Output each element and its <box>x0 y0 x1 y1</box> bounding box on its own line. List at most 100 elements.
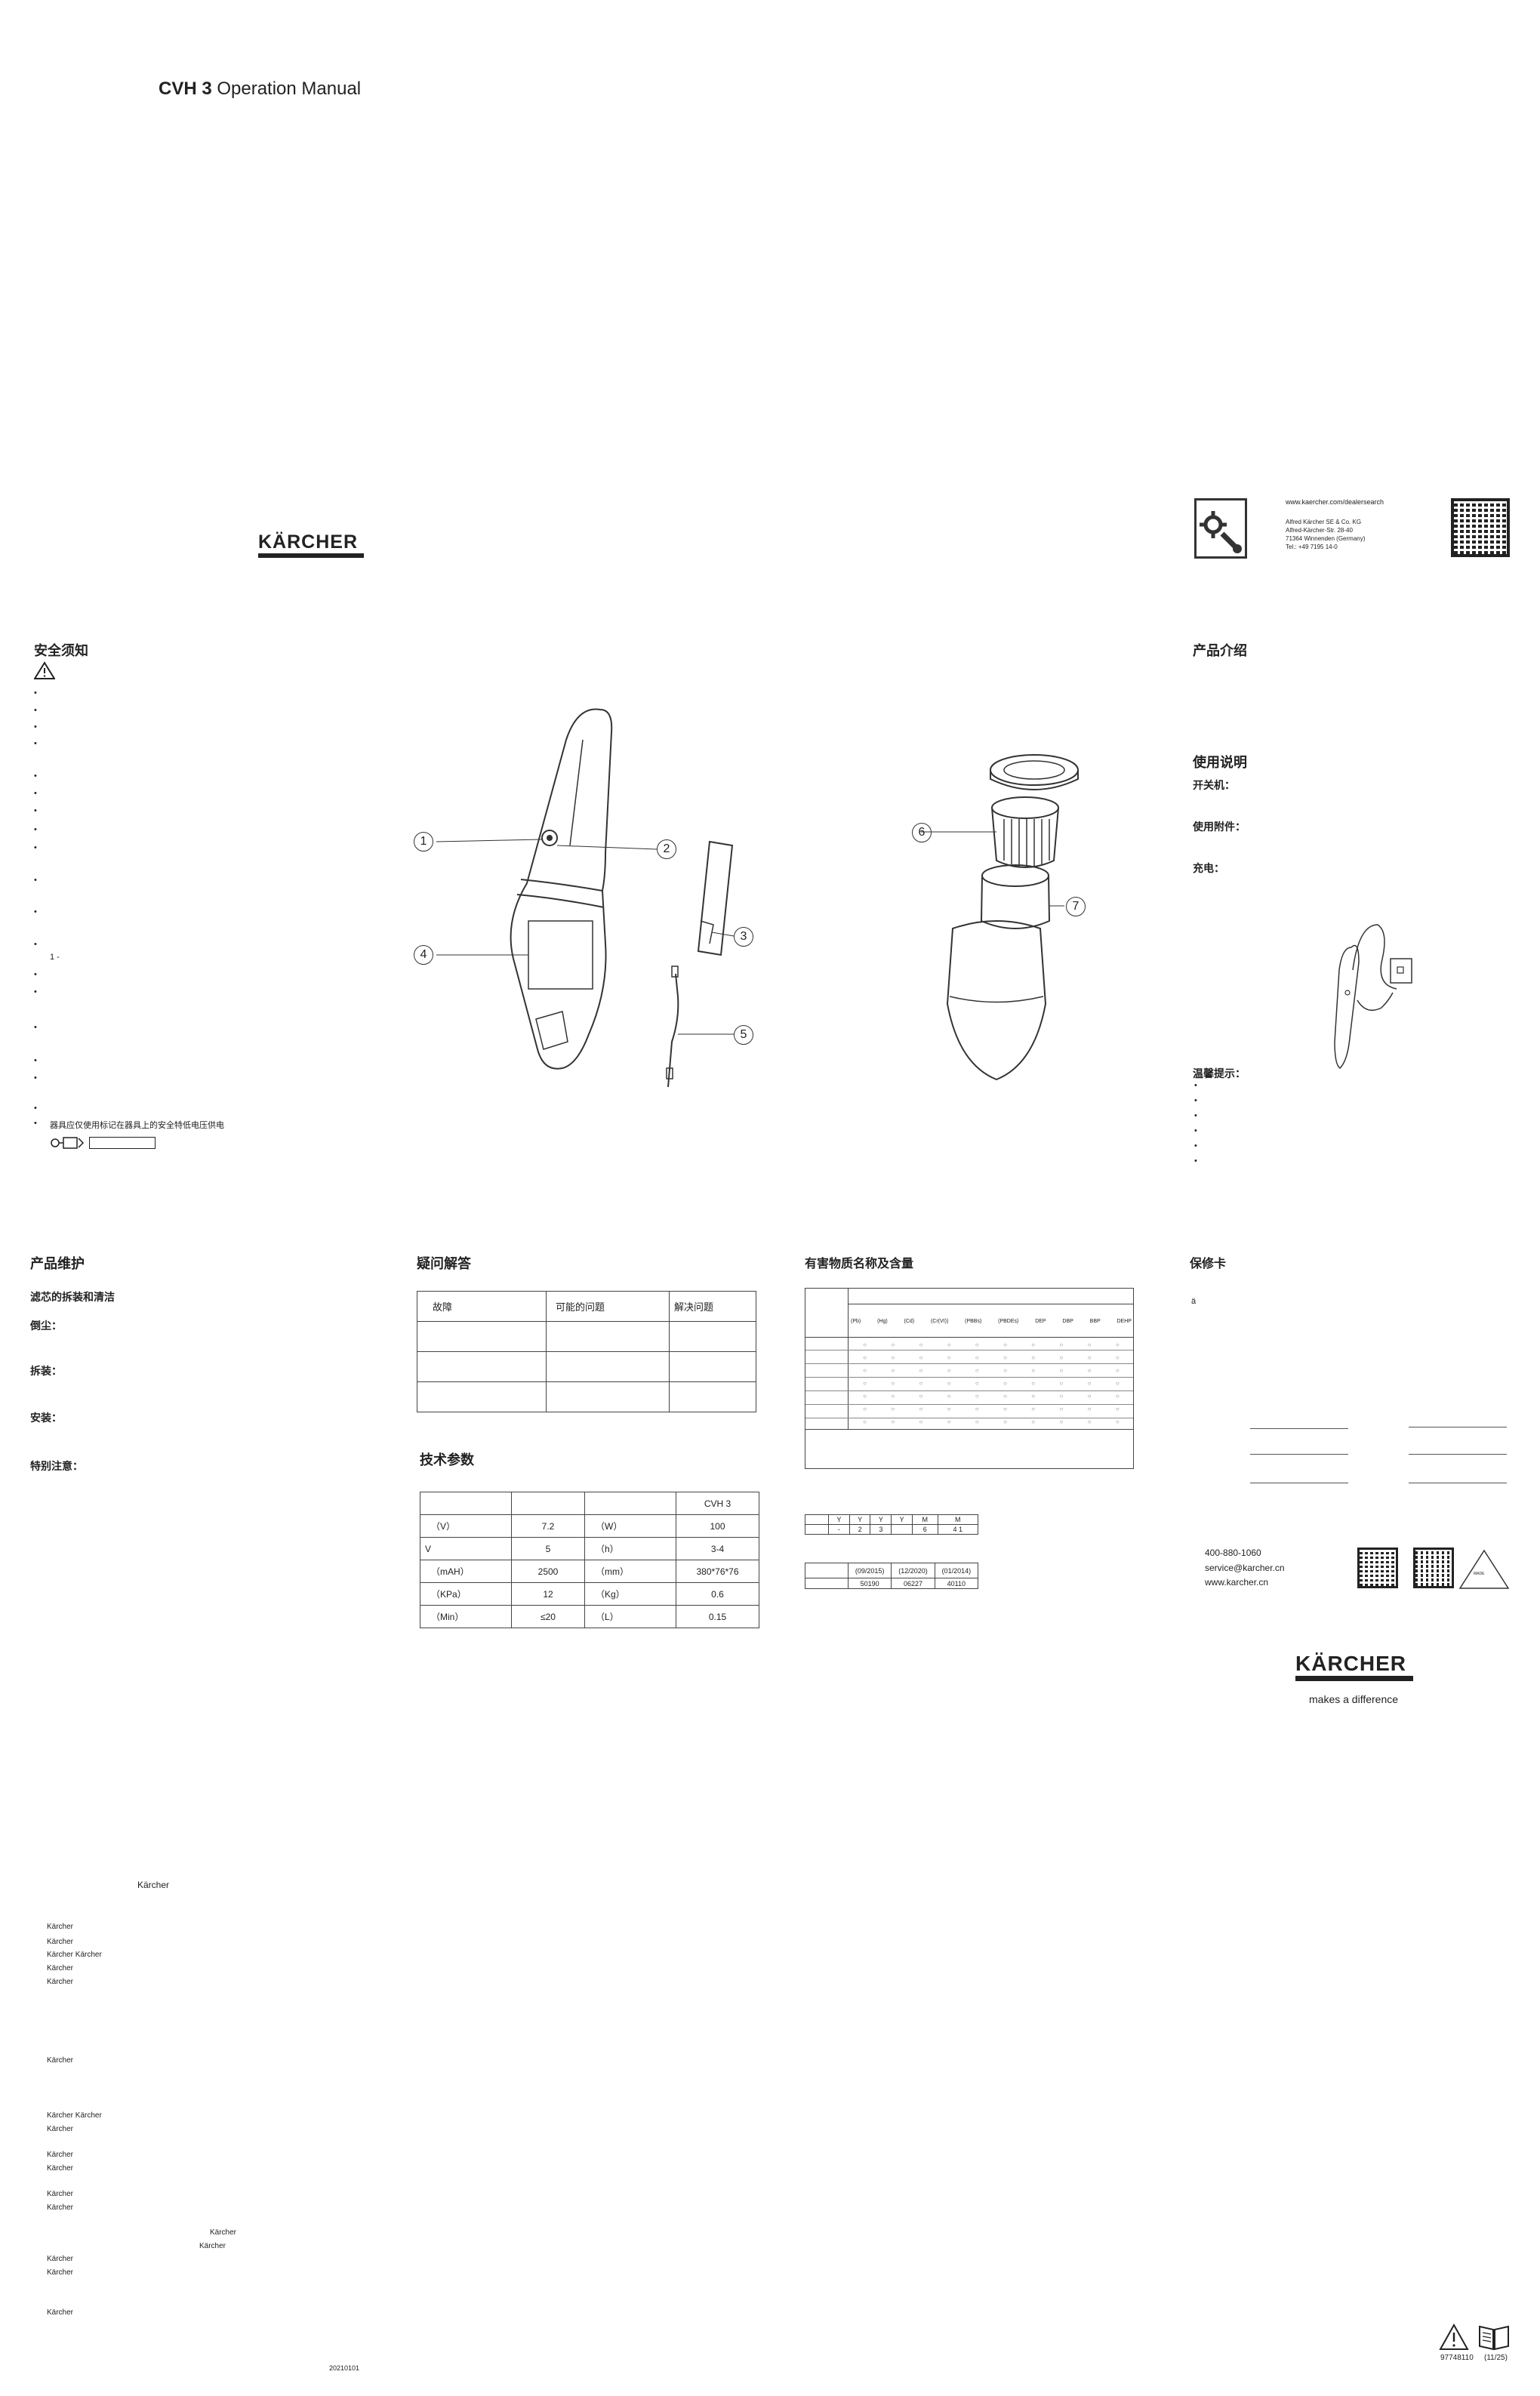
hazard-mark: ○ <box>975 1367 979 1374</box>
standard-date: (12/2020) <box>891 1563 935 1578</box>
hazard-mark: ○ <box>919 1380 923 1387</box>
years-header: M <box>937 1514 979 1525</box>
safety-bullet: • <box>34 825 37 834</box>
hazard-mark: ○ <box>863 1341 867 1348</box>
legal-line: Kärcher <box>47 1978 74 1986</box>
hazard-mark: ○ <box>1087 1354 1092 1361</box>
hazard-mark: ○ <box>1031 1341 1036 1348</box>
hazard-mark: ○ <box>891 1406 895 1412</box>
hazard-mark: ○ <box>1059 1393 1064 1400</box>
hazard-mark: ○ <box>947 1418 951 1425</box>
hazard-header: (Pb) <box>851 1319 861 1324</box>
hazard-mark: ○ <box>919 1406 923 1412</box>
hazard-mark: ○ <box>1087 1367 1092 1374</box>
safety-bullet: • <box>34 1023 37 1032</box>
table-row <box>417 1321 756 1352</box>
vacuum-body-illustration <box>436 708 735 1087</box>
safety-bullet: • <box>34 1073 37 1083</box>
years-value: 2 <box>849 1524 871 1535</box>
hazard-mark: ○ <box>947 1380 951 1387</box>
safety-bullet: • <box>34 706 37 715</box>
dealer-qr-code <box>1451 498 1510 557</box>
hazard-rows <box>805 1337 1133 1431</box>
hazard-mark: ○ <box>975 1341 979 1348</box>
usage-title: 使用说明 <box>1193 755 1247 770</box>
callout-7: 7 <box>1066 897 1086 916</box>
cover-title: CVH 3 Operation Manual <box>159 79 361 100</box>
safety-bullet: • <box>34 843 37 852</box>
table-row <box>805 1391 1133 1405</box>
hazard-mark: ○ <box>1003 1406 1007 1412</box>
spec-label: （h） <box>584 1537 676 1560</box>
safety-bullet: • <box>34 1056 37 1065</box>
hazard-mark: ○ <box>1087 1393 1092 1400</box>
troubleshoot-title: 疑问解答 <box>417 1256 471 1271</box>
hazard-mark: ○ <box>863 1393 867 1400</box>
standard-date: (09/2015) <box>847 1563 892 1578</box>
hazard-mark: ○ <box>1031 1418 1036 1425</box>
warranty-phone[interactable]: 400-880-1060 <box>1205 1548 1261 1558</box>
table-row <box>417 1381 756 1412</box>
hazard-mark: ○ <box>947 1367 951 1374</box>
troubleshoot-header: 故障 <box>417 1291 547 1322</box>
maintenance-special: 特别注意： <box>30 1460 83 1472</box>
spec-value: 3-4 <box>676 1537 759 1560</box>
hazard-mark: ○ <box>1059 1418 1064 1425</box>
cover-brand-logo: KÄRCHER <box>258 531 364 558</box>
safety-bullet: • <box>34 970 37 979</box>
hazard-mark: ○ <box>919 1367 923 1374</box>
warranty-qr-code <box>1413 1548 1454 1588</box>
table-row: （Min） ≤20 （L） 0.15 <box>420 1605 759 1628</box>
safety-bullet: • <box>34 987 37 996</box>
tips-bullet: • <box>1194 1081 1197 1090</box>
legal-line: Kärcher <box>199 2242 226 2250</box>
hazard-header-line <box>805 1337 1133 1338</box>
legal-line: Kärcher <box>47 1964 74 1973</box>
years-value: 3 <box>870 1524 892 1535</box>
tips-bullet: • <box>1194 1141 1197 1150</box>
specs-model: CVH 3 <box>676 1492 759 1515</box>
safety-bullet: • <box>34 771 37 781</box>
hazard-mark: ○ <box>1115 1354 1120 1361</box>
hazard-mark: ○ <box>1087 1406 1092 1412</box>
table-row <box>805 1405 1133 1418</box>
back-brand-slogan: makes a difference <box>1309 1693 1399 1705</box>
legal-line: Kärcher <box>47 2268 74 2277</box>
hazard-mark: ○ <box>1003 1354 1007 1361</box>
standard-date: (01/2014) <box>934 1563 979 1578</box>
hazard-mark: ○ <box>975 1393 979 1400</box>
warranty-email[interactable]: service@karcher.cn <box>1205 1563 1285 1573</box>
warranty-site[interactable]: www.karcher.cn <box>1205 1577 1269 1588</box>
hazard-mark: ○ <box>947 1393 951 1400</box>
maintenance-dump: 倒尘： <box>30 1320 62 1332</box>
hazard-mark: ○ <box>947 1341 951 1348</box>
dealer-url[interactable]: www.kaercher.com/dealersearch <box>1286 498 1384 506</box>
hazard-mark: ○ <box>1003 1367 1007 1374</box>
hazard-headers: (Pb) (Hg) (Cd) (Cr(VI)) (PBBs) (PBDEs) D… <box>851 1319 1132 1324</box>
table-row: 50190 06227 40110 <box>805 1578 979 1589</box>
cover-brand-text: KÄRCHER <box>258 531 358 553</box>
cover-title-rest: Operation Manual <box>211 79 362 99</box>
safety-bullet: • <box>34 1119 37 1128</box>
spec-value: 2500 <box>511 1560 585 1583</box>
maintenance-remove: 拆装： <box>30 1365 62 1377</box>
plug-icon <box>51 1137 85 1149</box>
troubleshoot-header: 可能的问题 <box>546 1291 670 1322</box>
table-row <box>805 1378 1133 1391</box>
years-header: Y <box>849 1514 871 1525</box>
hazard-mark: ○ <box>1031 1367 1036 1374</box>
table-row <box>805 1364 1133 1378</box>
specs-title: 技术参数 <box>420 1452 474 1467</box>
dealer-address: Alfred Kärcher SE & Co. KG Alfred-Kärche… <box>1286 518 1365 551</box>
manual-book-icon <box>1479 2325 1509 2351</box>
legal-line: Kärcher <box>47 1938 74 1946</box>
table-row: （V） 7.2 （W） 100 <box>420 1514 759 1538</box>
table-row <box>805 1350 1133 1364</box>
voltage-label-box <box>89 1137 156 1149</box>
table-row <box>417 1351 756 1382</box>
hazard-mark: ○ <box>947 1406 951 1412</box>
hazard-mark: ○ <box>863 1380 867 1387</box>
product-intro-title: 产品介绍 <box>1193 643 1247 658</box>
hazard-mark: ○ <box>1031 1354 1036 1361</box>
usage-charging: 充电： <box>1193 862 1224 874</box>
